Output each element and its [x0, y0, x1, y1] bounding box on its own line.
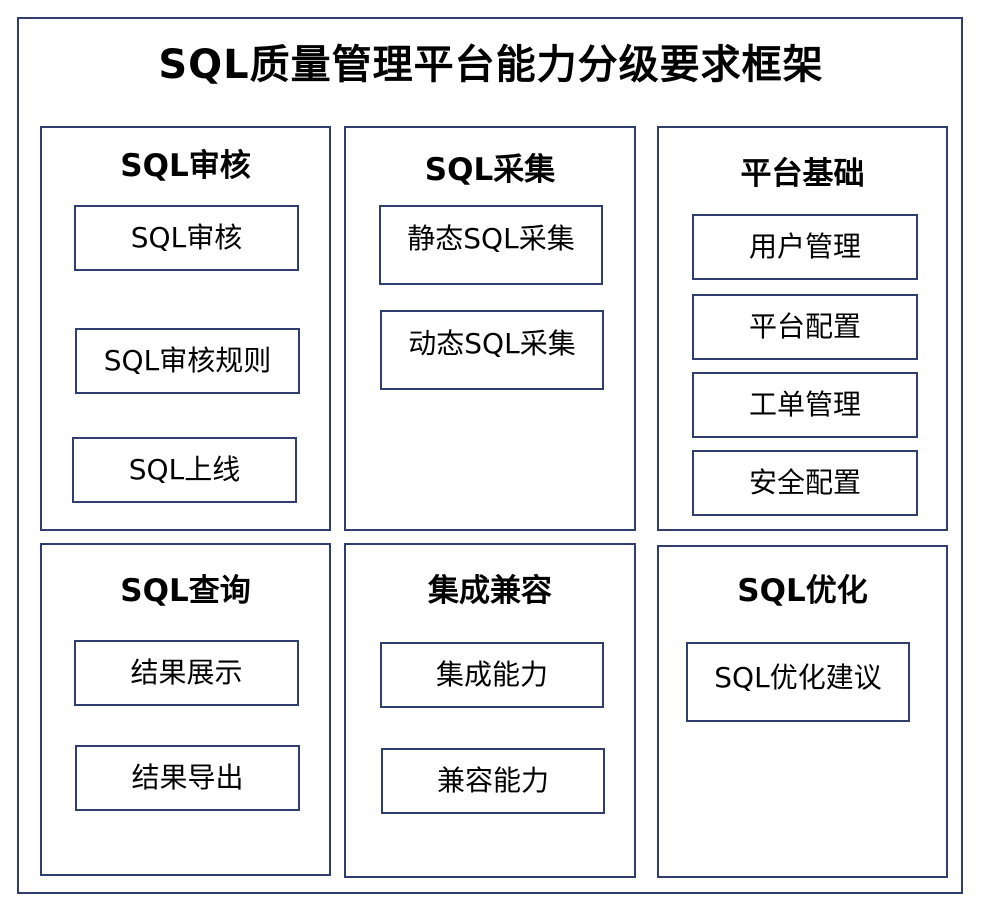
item-integration-capability: 集成能力	[380, 642, 604, 708]
panel-sql-audit: SQL审核 SQL审核 SQL审核规则 SQL上线	[40, 126, 331, 531]
panel-sql-optimize: SQL优化 SQL优化建议	[657, 545, 948, 878]
item-static-sql-collect: 静态SQL采集	[379, 205, 603, 285]
item-platform-config: 平台配置	[692, 294, 918, 360]
panel-integration-compat: 集成兼容 集成能力 兼容能力	[344, 543, 636, 878]
item-sql-deploy: SQL上线	[72, 437, 297, 503]
item-sql-audit: SQL审核	[74, 205, 299, 271]
page-title: SQL质量管理平台能力分级要求框架	[158, 42, 824, 88]
item-security-config: 安全配置	[692, 450, 918, 516]
panel-sql-collect: SQL采集 静态SQL采集 动态SQL采集	[344, 126, 636, 531]
item-ticket-management: 工单管理	[692, 372, 918, 438]
panel-title: SQL采集	[424, 152, 556, 188]
item-result-export: 结果导出	[75, 745, 300, 811]
item-dynamic-sql-collect: 动态SQL采集	[380, 310, 604, 390]
item-result-display: 结果展示	[74, 640, 299, 706]
panel-title: SQL查询	[120, 573, 251, 609]
panel-title: SQL审核	[120, 148, 251, 184]
panel-title: 平台基础	[740, 156, 865, 192]
item-sql-audit-rules: SQL审核规则	[75, 328, 300, 394]
panel-title: 集成兼容	[428, 573, 552, 609]
panel-sql-query: SQL查询 结果展示 结果导出	[40, 543, 331, 876]
item-user-management: 用户管理	[692, 214, 918, 280]
panel-title: SQL优化	[737, 573, 868, 609]
panel-platform-basics: 平台基础 用户管理 平台配置 工单管理 安全配置	[657, 126, 948, 531]
item-compat-capability: 兼容能力	[381, 748, 605, 814]
item-sql-optimize-advice: SQL优化建议	[686, 642, 910, 722]
